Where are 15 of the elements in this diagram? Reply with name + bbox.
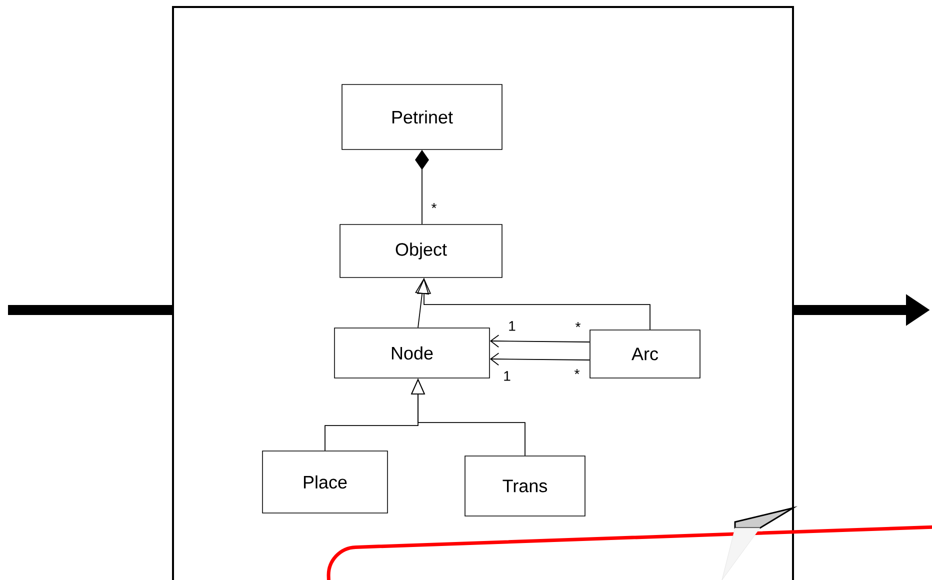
class-box: Trans bbox=[464, 456, 586, 516]
class-box: Petrinet bbox=[342, 84, 502, 150]
arrow bbox=[490, 352, 590, 366]
multiplicity: * bbox=[432, 203, 437, 208]
class-box: Arc bbox=[590, 330, 700, 378]
rounded-outline bbox=[326, 525, 932, 580]
class-box: Object bbox=[340, 224, 502, 278]
multiplicity: * bbox=[574, 369, 580, 374]
multiplicity: 1 bbox=[504, 371, 510, 381]
class-box: Node bbox=[334, 328, 490, 378]
multiplicity: * bbox=[576, 322, 581, 328]
multiplicity: 1 bbox=[509, 321, 516, 331]
paper-sheet bbox=[172, 6, 794, 580]
class-box: Place bbox=[262, 450, 388, 514]
arrow bbox=[490, 334, 590, 348]
